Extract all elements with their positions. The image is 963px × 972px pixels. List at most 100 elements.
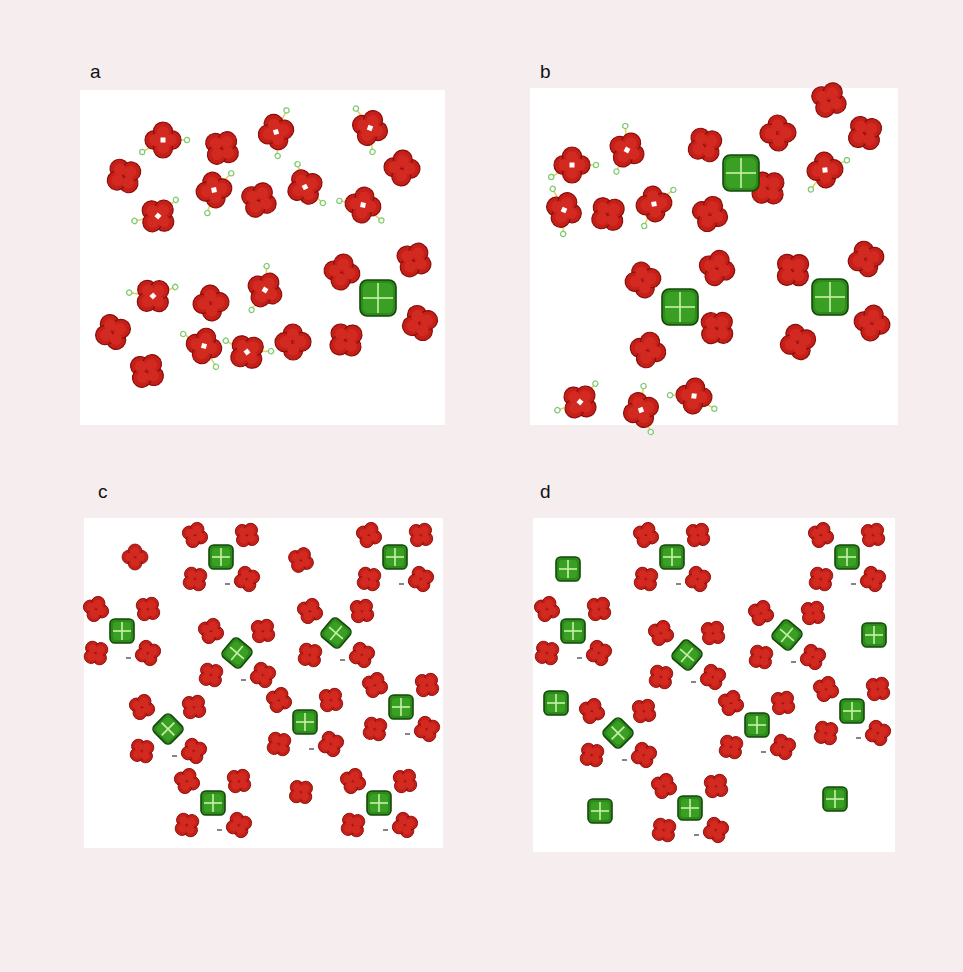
red-clover: [130, 591, 166, 627]
red-clover: [130, 184, 189, 244]
ligand-end: [172, 196, 179, 203]
ligand-end: [592, 380, 599, 387]
red-lobe-shade: [567, 399, 584, 416]
ligand-end: [213, 364, 219, 370]
green-square: [561, 619, 585, 643]
red-lobe-shade: [272, 700, 283, 711]
red-lobe-shade: [588, 649, 599, 660]
ligand-end: [204, 210, 210, 216]
red-lobe-shade: [402, 771, 414, 783]
red-lobe-shade: [89, 609, 100, 620]
red-lobe-shade: [700, 213, 715, 228]
red-clover: [125, 690, 158, 723]
red-clover: [235, 176, 283, 224]
clover-center: [161, 138, 166, 143]
red-lobe-shade: [320, 740, 331, 751]
red-lobe-shade: [540, 609, 551, 620]
charge-mark: [694, 834, 699, 835]
green-body: [660, 545, 684, 569]
green-square: [812, 279, 848, 315]
red-lobe-shade: [405, 818, 416, 829]
red-lobe-shade: [357, 191, 371, 205]
red-clover: [598, 121, 653, 182]
green-body: [367, 791, 391, 815]
red-lobe-shade: [780, 693, 792, 705]
ligand-end: [641, 223, 647, 229]
red-lobe-shade: [635, 709, 647, 721]
green-square: [678, 796, 702, 820]
green-inner: [559, 560, 577, 578]
red-clover: [692, 303, 743, 354]
red-clover: [140, 122, 190, 158]
red-clover: [218, 319, 276, 377]
green-body: [556, 557, 580, 581]
ligand-end: [549, 185, 556, 192]
clover-center: [211, 187, 217, 193]
red-clover: [805, 149, 853, 192]
red-clover: [293, 594, 326, 627]
red-lobe-shade: [862, 575, 873, 586]
ligand-end: [184, 137, 189, 142]
red-clover: [860, 671, 896, 707]
red-lobe-shade: [641, 701, 653, 713]
red-lobe-shade: [276, 122, 291, 137]
red-clover: [122, 544, 148, 570]
red-clover: [647, 769, 680, 802]
red-clover: [700, 814, 733, 847]
red-clover: [626, 693, 662, 729]
red-lobe-shade: [396, 154, 409, 167]
red-lobe-shade: [779, 126, 792, 139]
red-lobe-shade: [359, 576, 371, 588]
red-clover: [124, 733, 160, 769]
red-lobe-shade: [212, 296, 225, 309]
red-lobe-shade: [410, 575, 421, 586]
green-square: [770, 618, 804, 652]
red-lobe-shade: [688, 382, 702, 396]
red-lobe-shade: [373, 720, 385, 732]
red-clover: [682, 563, 715, 596]
red-lobe-shade: [660, 775, 671, 786]
charge-mark: [241, 679, 246, 680]
red-lobe-shade: [351, 816, 363, 828]
red-clover: [808, 715, 844, 751]
charge-mark: [126, 657, 131, 658]
red-lobe-shade: [194, 744, 205, 755]
charge-mark: [399, 583, 404, 584]
ligand-end: [560, 231, 567, 238]
red-lobe-shade: [424, 675, 436, 687]
green-body: [678, 796, 702, 820]
ligand-end: [222, 337, 229, 344]
red-clover: [862, 717, 895, 750]
red-lobe-shade: [585, 711, 596, 722]
red-clover: [680, 517, 716, 553]
green-cross: [378, 794, 380, 812]
red-clover: [759, 114, 797, 152]
red-clover: [284, 543, 318, 577]
red-clover: [178, 735, 211, 768]
red-lobe-shade: [145, 599, 157, 611]
red-lobe-shade: [140, 742, 152, 754]
red-clover: [261, 726, 297, 762]
green-inner: [826, 790, 844, 808]
ligand-end: [670, 187, 676, 193]
red-lobe-shade: [418, 683, 430, 695]
red-lobe-shade: [261, 127, 276, 142]
charge-mark: [622, 759, 627, 760]
red-lobe-shade: [137, 649, 148, 660]
red-lobe-shade: [716, 823, 727, 834]
red-lobe-shade: [628, 274, 642, 288]
red-lobe-shade: [362, 648, 373, 659]
red-clover: [409, 667, 445, 703]
red-lobe-shade: [588, 700, 599, 711]
red-lobe-shade: [214, 182, 228, 196]
red-clover: [765, 685, 801, 721]
red-clover: [775, 319, 820, 364]
red-lobe-shade: [362, 535, 373, 546]
red-lobe-shade: [139, 293, 156, 310]
red-lobe-shade: [209, 146, 226, 163]
red-lobe-shade: [177, 822, 189, 834]
red-lobe-shade: [248, 199, 264, 215]
charge-mark: [172, 755, 177, 756]
green-inner: [748, 716, 766, 734]
red-lobe-shade: [150, 282, 167, 299]
